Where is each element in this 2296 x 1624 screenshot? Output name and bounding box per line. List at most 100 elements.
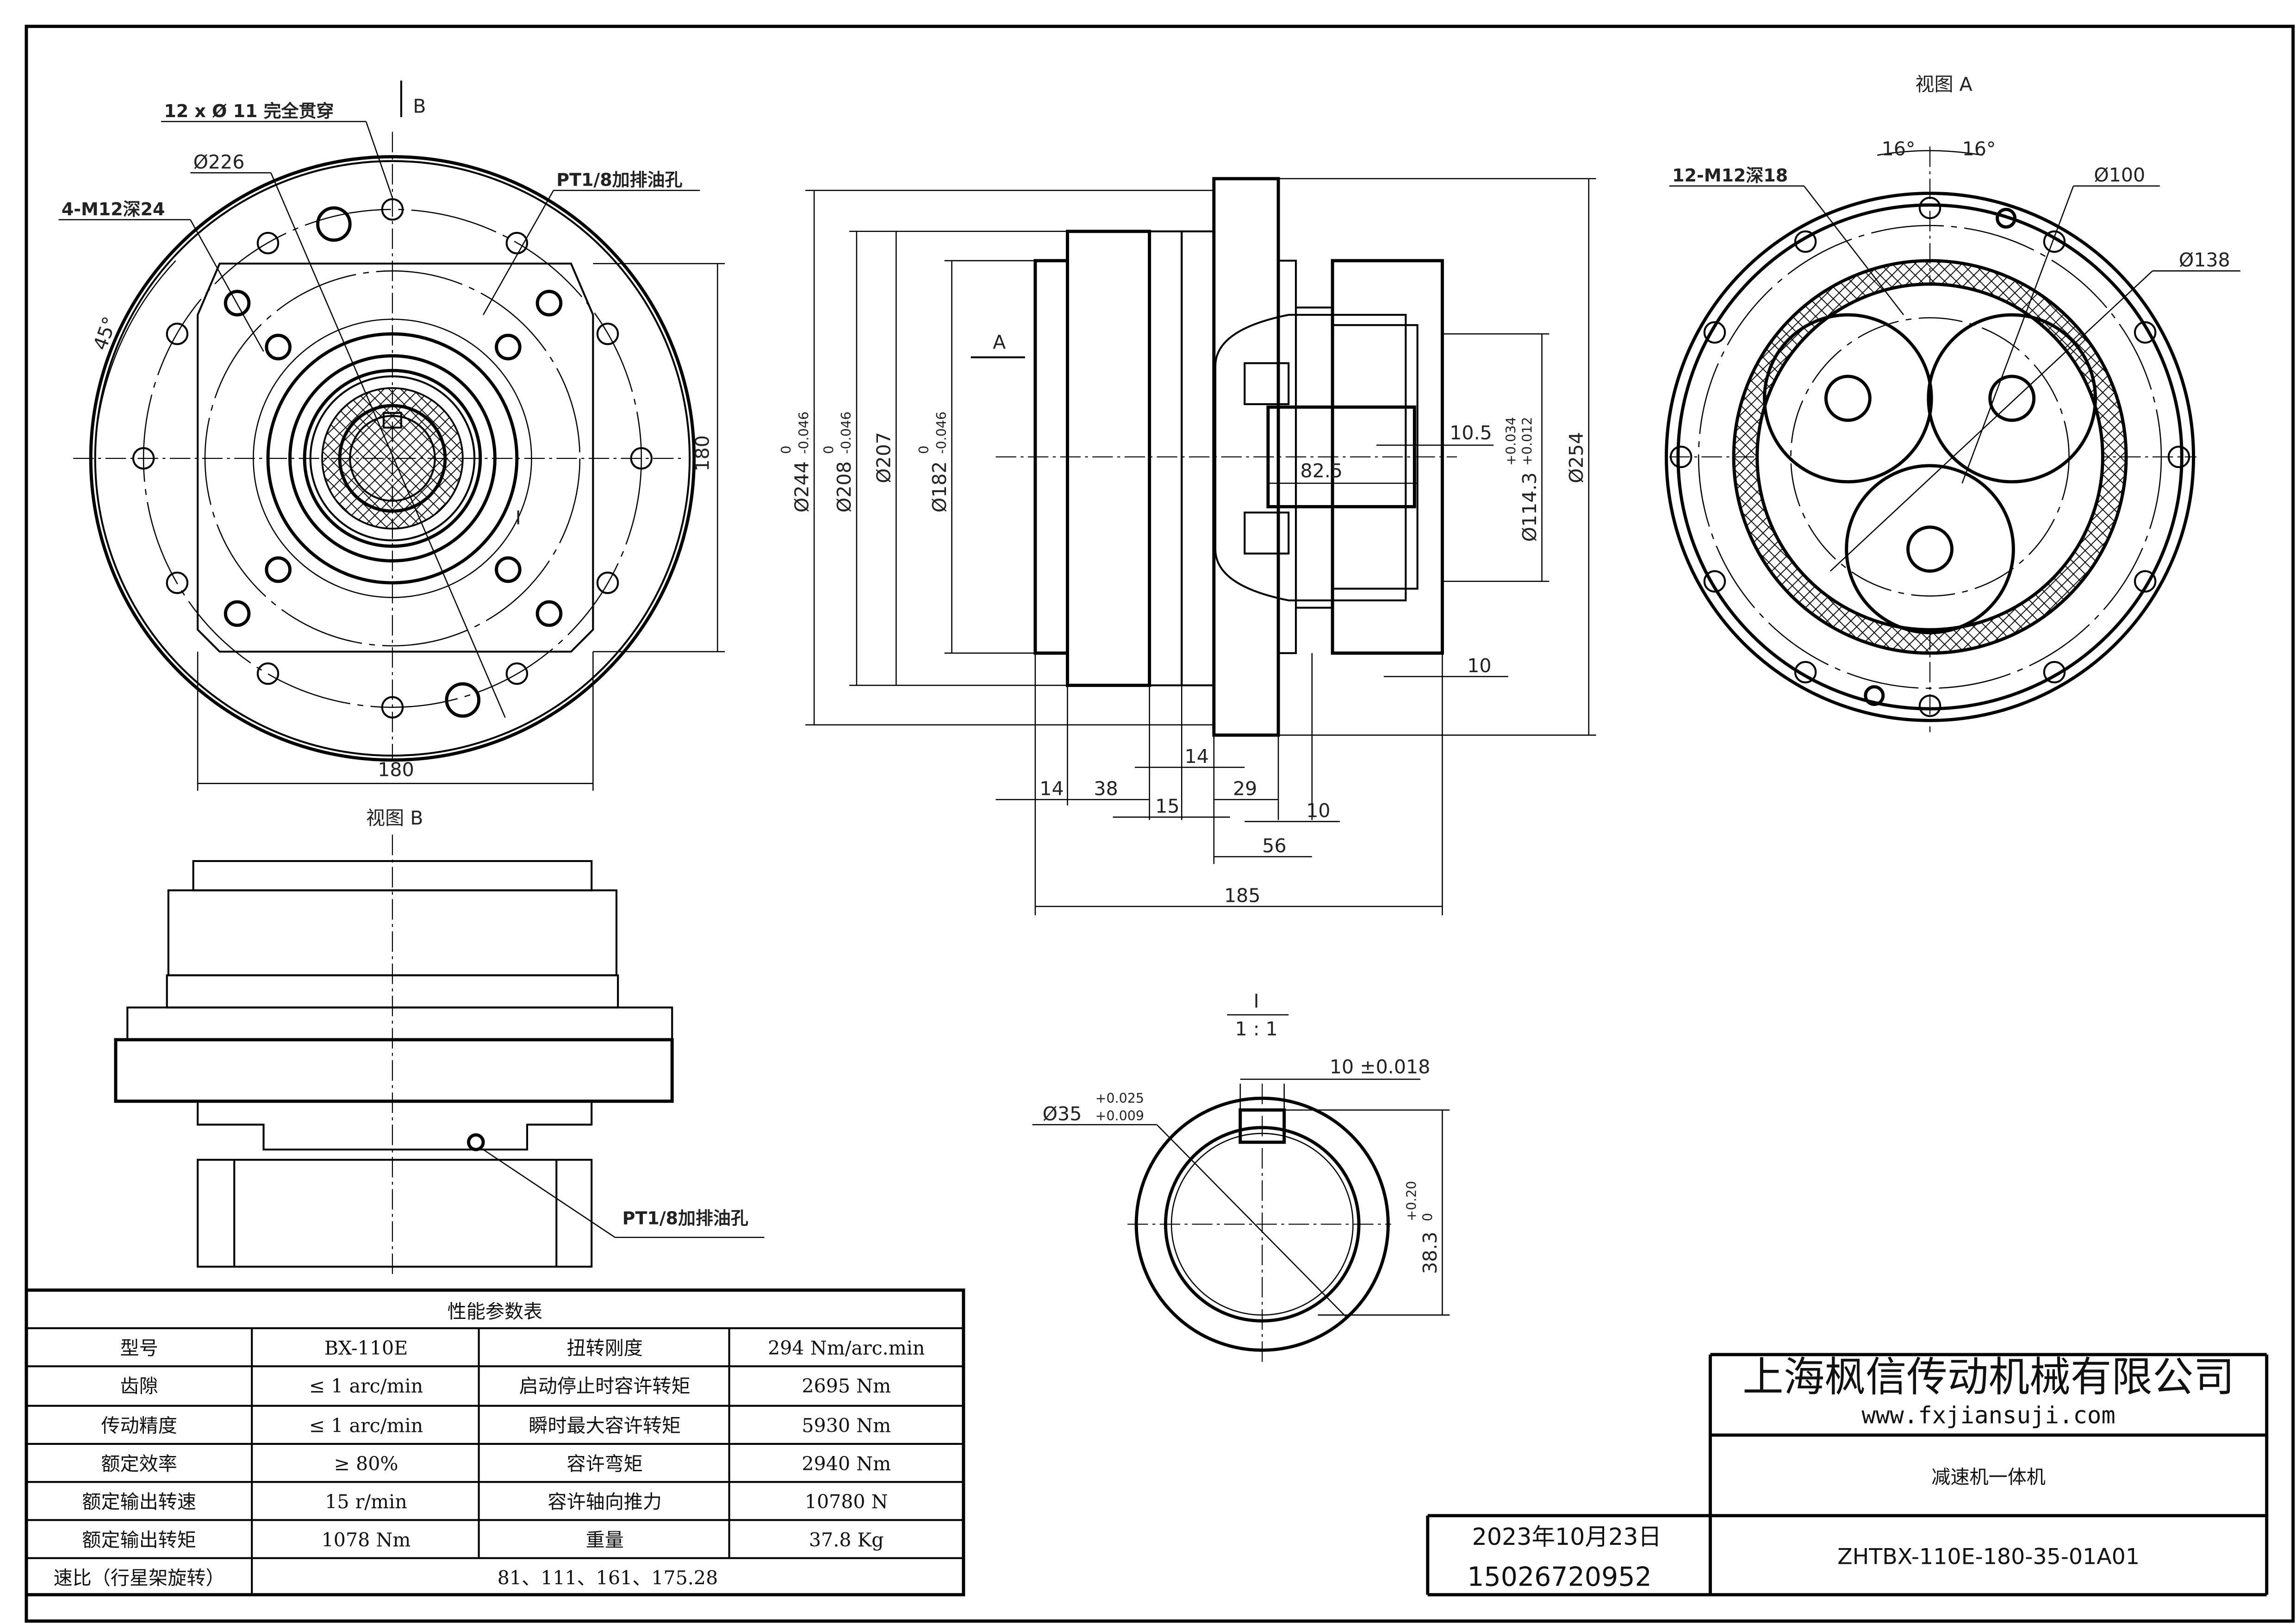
front-view: 12 x Ø 11 完全贯穿 B Ø226 PT1/8加排油孔 4-M12深24… — [58, 80, 725, 791]
dia-208: Ø208 — [833, 461, 855, 512]
tapped-holes — [224, 289, 563, 627]
spec-param-label: 容许轴向推力 — [548, 1491, 662, 1513]
angle-right: 16° — [1962, 137, 1996, 160]
spec-param-label: 额定输出转速 — [82, 1491, 196, 1513]
drawing-number: ZHTBX-110E-180-35-01A01 — [1837, 1544, 2140, 1569]
spec-param-label: 启动停止时容许转矩 — [519, 1375, 691, 1397]
spec-table-title: 性能参数表 — [448, 1300, 543, 1323]
ratio-value: 81、111、161、175.28 — [498, 1567, 718, 1589]
spec-param-value: 37.8 Kg — [809, 1529, 884, 1551]
oil-port-marker — [467, 1133, 485, 1151]
view-b-title: 视图 B — [366, 807, 423, 829]
bearing-hatch — [321, 387, 464, 530]
spec-table: 性能参数表 型号 BX-110E 扭转刚度 294 Nm/arc.min 齿隙 ≤ 1 a… — [25, 1288, 965, 1597]
dia-114-tol-upper: +0.034 — [1504, 417, 1519, 466]
spec-param-label: 齿隙 — [120, 1375, 158, 1397]
height-dim: 180 — [691, 435, 713, 471]
angle-left: 16° — [1882, 137, 1916, 160]
len-15: 15 — [1155, 795, 1179, 818]
spec-param-label: 瞬时最大容许转矩 — [529, 1415, 681, 1437]
key-depth-tol-upper: +0.20 — [1404, 1181, 1419, 1221]
spec-param-value: 294 Nm/arc.min — [768, 1337, 925, 1359]
spec-param-label: 重量 — [586, 1529, 624, 1551]
len-10-b: 10 — [1306, 800, 1330, 822]
tapped-holes-callout: 4-M12深24 — [62, 199, 165, 219]
len-29: 29 — [1233, 778, 1257, 800]
bolt-circle-callout: Ø226 — [193, 151, 245, 173]
oil-plug — [316, 206, 352, 242]
len-82-5: 82.5 — [1300, 460, 1343, 482]
spec-param-value: 15 r/min — [325, 1491, 407, 1513]
spec-param-label: 额定效率 — [101, 1453, 177, 1475]
spec-param-label: 额定输出转矩 — [82, 1529, 196, 1551]
len-56: 56 — [1262, 835, 1286, 857]
spec-param-value: 2940 Nm — [802, 1453, 891, 1475]
dia-244-tol-lower: -0.046 — [796, 412, 811, 454]
spec-param-label: 容许弯矩 — [566, 1453, 642, 1475]
planet-gear — [1927, 313, 2097, 484]
view-a-d138: Ø138 — [2179, 249, 2230, 271]
view-a-holes — [1669, 196, 2190, 717]
view-a-arrow-label: A — [993, 331, 1006, 353]
view-b-arrow-label: B — [413, 95, 426, 118]
dia-254: Ø254 — [1565, 432, 1587, 483]
bore-tol-lower: +0.009 — [1095, 1108, 1144, 1124]
view-b-oil-port-callout: PT1/8加排油孔 — [622, 1208, 748, 1228]
spec-param-value: ≥ 80% — [334, 1453, 398, 1475]
ratio-label: 速比（行星架旋转） — [54, 1567, 225, 1589]
planet-gear — [1845, 464, 2015, 634]
through-holes-callout: 12 x Ø 11 完全贯穿 — [164, 101, 334, 121]
len-14-a: 14 — [1039, 778, 1064, 800]
bore-tol-upper: +0.025 — [1095, 1091, 1144, 1106]
view-b: 视图 B PT1/8加排油孔 — [114, 807, 765, 1274]
spec-param-value: ≤ 1 arc/min — [309, 1375, 423, 1397]
oil-plug — [445, 682, 481, 718]
key-width: 10 ±0.018 — [1330, 1056, 1431, 1078]
company-website: www.fxjiansuji.com — [1861, 1402, 2116, 1429]
product-name: 减速机一体机 — [1931, 1466, 2046, 1488]
len-10-5: 10.5 — [1450, 422, 1492, 444]
spec-param-label: 型号 — [120, 1337, 158, 1359]
contact-phone: 15026720952 — [1467, 1562, 1652, 1593]
spec-param-value: 1078 Nm — [322, 1529, 411, 1551]
dia-244: Ø244 — [790, 461, 813, 512]
view-a-d100: Ø100 — [2094, 164, 2145, 186]
dia-182: Ø182 — [928, 461, 951, 512]
dia-208-tol-upper: 0 — [821, 445, 836, 454]
dia-208-tol-lower: -0.046 — [839, 412, 854, 454]
spec-param-value: ≤ 1 arc/min — [309, 1415, 423, 1437]
view-a-title: 视图 A — [1915, 73, 1972, 95]
key-depth-tol-lower: 0 — [1420, 1213, 1435, 1221]
sheet-border — [25, 25, 2295, 1623]
detail-label: I — [1254, 990, 1259, 1012]
dia-114-tol-lower: +0.012 — [1519, 417, 1535, 466]
company-name: 上海枫信传动机械有限公司 — [1742, 1353, 2234, 1401]
spec-param-value: BX-110E — [324, 1337, 408, 1359]
spec-param-value: 5930 Nm — [802, 1415, 891, 1437]
dia-182-tol-lower: -0.046 — [934, 412, 949, 454]
detail-view-i: I 1 : 1 10 ±0.018 Ø35 +0.025 +0.009 38.3… — [1032, 990, 1450, 1362]
through-holes — [132, 198, 653, 719]
spec-param-label: 传动精度 — [101, 1415, 177, 1437]
title-block: 上海枫信传动机械有限公司 www.fxjiansuji.com 减速机一体机 2… — [1426, 1353, 2269, 1597]
spec-param-value: 2695 Nm — [802, 1375, 891, 1397]
spec-param-label: 扭转刚度 — [566, 1337, 642, 1359]
dia-244-tol-upper: 0 — [779, 445, 794, 454]
planet-gear — [1763, 313, 1933, 484]
dia-114: Ø114.3 — [1518, 472, 1541, 542]
spec-param-value: 10780 N — [805, 1491, 888, 1513]
detail-scale: 1 : 1 — [1235, 1018, 1277, 1040]
side-section-view: A Ø244 0 -0.046 Ø208 0 -0.046 Ø207 Ø182 … — [779, 177, 1596, 916]
view-a-tapped-holes: 12-M12深18 — [1672, 165, 1788, 186]
key-depth: 38.3 — [1419, 1231, 1441, 1274]
detail-marker: I — [516, 506, 521, 529]
len-38: 38 — [1094, 778, 1118, 800]
oil-port-callout: PT1/8加排油孔 — [556, 170, 682, 190]
width-dim: 180 — [378, 759, 414, 781]
bore-dia: Ø35 — [1043, 1103, 1082, 1125]
len-10-right: 10 — [1467, 655, 1491, 677]
view-a: 视图 A 16° — [1665, 73, 2240, 732]
dia-182-tol-upper: 0 — [916, 445, 932, 454]
dia-207: Ø207 — [873, 432, 895, 483]
